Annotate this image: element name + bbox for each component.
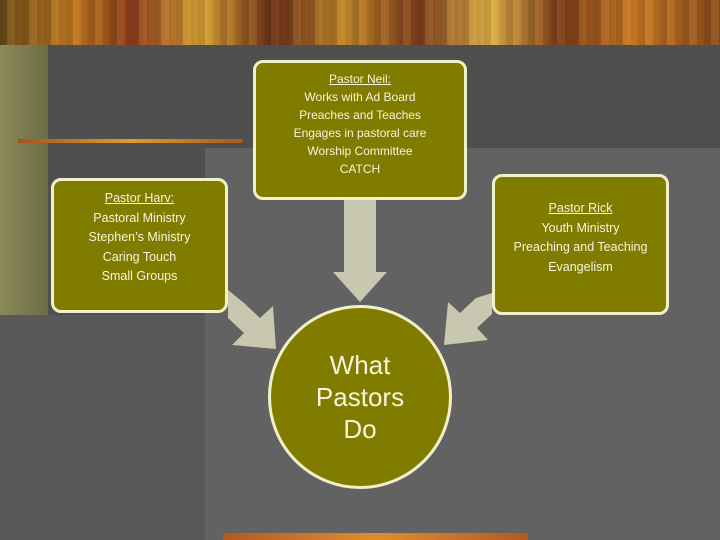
- pastor-neil-line: Preaches and Teaches: [256, 106, 464, 124]
- pastor-harv-line: Small Groups: [54, 267, 225, 287]
- center-line: Pastors: [316, 381, 404, 413]
- pastor-harv-line: Pastoral Ministry: [54, 209, 225, 229]
- pastor-harv-line: Caring Touch: [54, 248, 225, 268]
- pastor-rick-line: Preaching and Teaching: [495, 238, 666, 258]
- pastor-rick-line: Youth Ministry: [495, 219, 666, 239]
- pastor-harv-title: Pastor Harv:: [54, 189, 225, 209]
- pastor-harv-box: Pastor Harv: Pastoral Ministry Stephen’s…: [51, 178, 228, 313]
- pastor-neil-line: Engages in pastoral care: [256, 124, 464, 142]
- pastor-neil-line: Worship Committee: [256, 142, 464, 160]
- arrow-left-to-center: [228, 290, 276, 349]
- arrow-down: [333, 200, 387, 302]
- pastor-rick-box: Pastor Rick Youth Ministry Preaching and…: [492, 174, 669, 315]
- pastor-neil-title: Pastor Neil:: [256, 70, 464, 88]
- pastor-neil-box: Pastor Neil: Works with Ad Board Preache…: [253, 60, 467, 200]
- pastor-rick-line: Evangelism: [495, 258, 666, 278]
- center-line: What: [330, 349, 391, 381]
- center-circle: What Pastors Do: [268, 305, 452, 489]
- pastor-neil-line: CATCH: [256, 160, 464, 178]
- arrow-right-to-center: [444, 293, 492, 345]
- pastor-rick-title: Pastor Rick: [495, 199, 666, 219]
- center-line: Do: [343, 413, 376, 445]
- pastor-harv-line: Stephen’s Ministry: [54, 228, 225, 248]
- pastor-neil-line: Works with Ad Board: [256, 88, 464, 106]
